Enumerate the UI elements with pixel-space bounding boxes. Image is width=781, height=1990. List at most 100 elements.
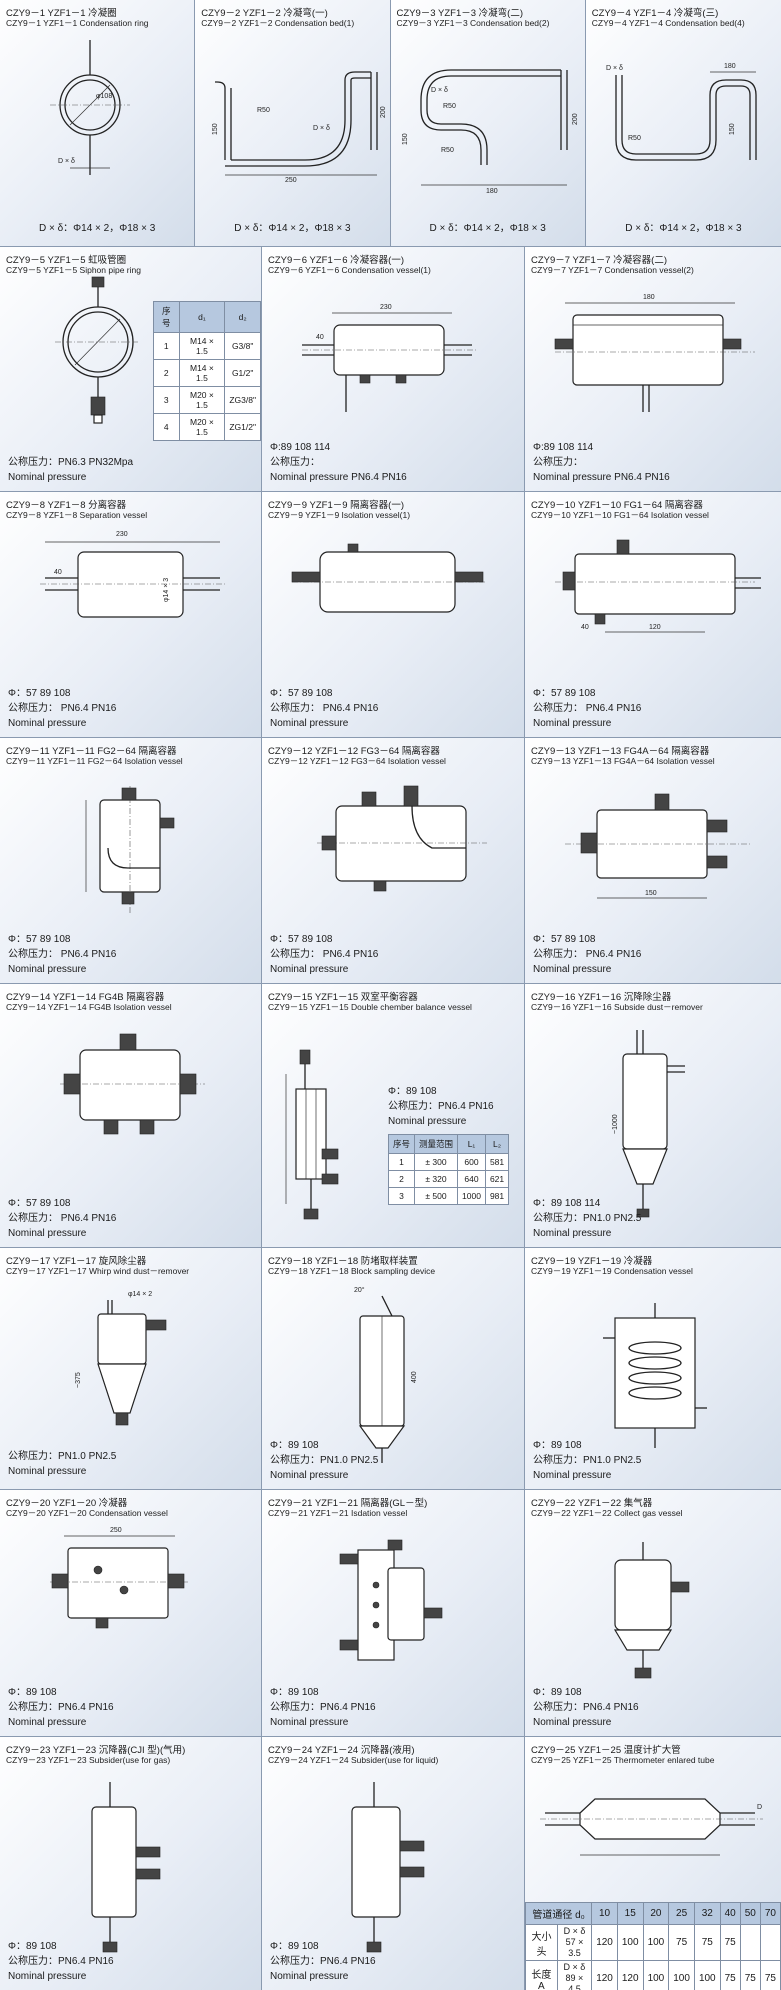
item-title-en: CZY9－8 YZF1－8 Separation vessel xyxy=(6,510,148,520)
spec-line: Φ:89 108 114 xyxy=(270,442,331,453)
dim-label: 150 xyxy=(212,123,219,135)
dim-label: 150 xyxy=(645,890,657,897)
item-title-cn: CZY9－10 YZF1－10 FG1－64 隔离容器 xyxy=(531,500,703,511)
isolation-vessel-1-drawing xyxy=(291,543,487,613)
table-cell: 100 xyxy=(616,1924,644,1961)
table-header: 管道通径 d₀ xyxy=(525,1902,593,1925)
table-cell: 120 xyxy=(591,1924,618,1961)
spec-block: Φ：57 89 108 公称压力： PN6.4 PN16 Nominal pre… xyxy=(270,686,378,731)
item-czy9-5: CZY9－5 YZF1－5 虹吸管圈 CZY9－5 YZF1－5 Siphon … xyxy=(0,247,262,492)
item-title-cn: CZY9－14 YZF1－14 FG4B 隔离容器 xyxy=(6,992,165,1003)
spec-line: 公称压力：PN1.0 PN2.5 xyxy=(8,1451,117,1462)
pipe-dimension: D × δ：Φ14 × 2，Φ18 × 3 xyxy=(625,223,742,234)
condensation-bed-2-drawing: D × δ R50 R50 150 200 180 xyxy=(402,69,579,195)
table-header: 50 xyxy=(739,1902,761,1925)
item-title-en: CZY9－5 YZF1－5 Siphon pipe ring xyxy=(6,265,141,275)
table-header: d₁ xyxy=(178,301,226,333)
item-title-en: CZY9－25 YZF1－25 Thermometer enlared tube xyxy=(531,1755,715,1765)
dim-label: 180 xyxy=(486,188,498,195)
row-3: CZY9－8 YZF1－8 分离容器 CZY9－8 YZF1－8 Separat… xyxy=(0,492,781,738)
row-8: CZY9－23 YZF1－23 沉降器(CJI 型)(气用) CZY9－23 Y… xyxy=(0,1737,781,1990)
block-sampling-device-drawing: 20° 400 xyxy=(354,1286,418,1463)
dim-label: 40 xyxy=(54,569,62,576)
table-cell: 75 xyxy=(719,1924,741,1961)
item-title-en: CZY9－22 YZF1－22 Collect gas vessel xyxy=(531,1508,683,1518)
dim-label: 200 xyxy=(572,113,579,125)
double-chamber-vessel-drawing xyxy=(285,1049,339,1220)
item-title-cn: CZY9－2 YZF1－2 冷凝弯(一) xyxy=(201,8,328,19)
spec-line: Nominal pressure xyxy=(270,1470,349,1481)
row-1: CZY9－1 YZF1－1 冷凝圈 CZY9－1 YZF1－1 Condensa… xyxy=(0,0,781,247)
dim-label: D × δ xyxy=(431,87,448,94)
table-cell: 75 xyxy=(719,1960,741,1990)
condensation-ring-drawing: φ108 D × δ xyxy=(50,40,130,175)
table-header: 序号 xyxy=(153,301,180,333)
spec-line: 公称压力： PN6.4 PN16 xyxy=(533,949,642,960)
spec-line: Φ：57 89 108 xyxy=(533,934,596,945)
spec-line: 公称压力：PN1.0 PN2.5 xyxy=(533,1455,642,1466)
row-sub-label-a: D × δ xyxy=(563,1962,586,1972)
row-sub-label-a: D × δ xyxy=(563,1926,586,1936)
row-2: CZY9－5 YZF1－5 虹吸管圈 CZY9－5 YZF1－5 Siphon … xyxy=(0,247,781,492)
spec-line: 公称压力： PN6.4 PN16 xyxy=(533,703,642,714)
collect-gas-vessel-drawing xyxy=(613,1542,690,1679)
gas-subsider-drawing xyxy=(91,1782,161,1953)
table-cell: ± 300 xyxy=(414,1153,459,1171)
table-header: 40 xyxy=(719,1902,741,1925)
dim-label: 20° xyxy=(354,1286,365,1294)
spec-line: Φ：89 108 xyxy=(8,1941,57,1952)
table-cell: 581 xyxy=(484,1153,510,1171)
spec-line: Nominal pressure PN6.4 PN16 xyxy=(270,472,407,483)
table-cell: 621 xyxy=(484,1170,510,1188)
table-cell xyxy=(759,1924,781,1961)
condensation-bed-1-drawing: D × δ R50 150 200 250 xyxy=(212,71,387,184)
spec-block: Φ：89 108 公称压力：PN6.4 PN16 Nominal pressur… xyxy=(8,1685,114,1730)
spec-block: Φ：89 108 公称压力：PN6.4 PN16 Nominal pressur… xyxy=(533,1685,639,1730)
table-cell: G1/2" xyxy=(224,359,261,387)
spec-line: 公称压力：PN1.0 PN2.5 xyxy=(533,1213,642,1224)
fg3-isolation-vessel-drawing xyxy=(317,785,487,892)
item-title-en: CZY9－15 YZF1－15 Double chember balance v… xyxy=(268,1002,472,1012)
item-title-en: CZY9－6 YZF1－6 Condensation vessel(1) xyxy=(268,265,431,275)
item-title-en: CZY9－23 YZF1－23 Subsider(use for gas) xyxy=(6,1755,171,1765)
spec-line: Φ：89 108 xyxy=(270,1941,319,1952)
table-header: L₂ xyxy=(484,1134,510,1154)
pipe-dimension: D × δ：Φ14 × 2，Φ18 × 3 xyxy=(234,223,351,234)
item-title-en: CZY9－7 YZF1－7 Condensation vessel(2) xyxy=(531,265,694,275)
item-title-cn: CZY9－5 YZF1－5 虹吸管圈 xyxy=(6,255,127,266)
spec-line: Nominal pressure xyxy=(388,1116,467,1127)
dim-label: 150 xyxy=(402,133,409,145)
whirlwind-dust-remover-drawing: φ14 × 2 ~375 xyxy=(75,1291,167,1426)
table-cell: 120 xyxy=(616,1960,644,1990)
dim-label: 180 xyxy=(643,294,655,301)
dim-label: 230 xyxy=(116,531,128,538)
table-cell: 75 xyxy=(668,1924,695,1961)
item-title-en: CZY9－13 YZF1－13 FG4A－64 Isolation vessel xyxy=(531,756,715,766)
table-cell: 981 xyxy=(484,1187,510,1205)
spec-block: Φ：89 108 114 公称压力：PN1.0 PN2.5 Nominal pr… xyxy=(533,1196,641,1241)
subside-dust-remover-drawing: ~1000 xyxy=(612,1030,685,1218)
spec-line: 公称压力：PN6.4 PN16 xyxy=(270,1702,376,1713)
row-7: CZY9－20 YZF1－20 冷凝器 CZY9－20 YZF1－20 Cond… xyxy=(0,1490,781,1737)
item-czy9-18: CZY9－18 YZF1－18 防堵取样装置 CZY9－18 YZF1－18 B… xyxy=(262,1248,525,1490)
item-title-cn: CZY9－21 YZF1－21 隔离器(GL－型) xyxy=(268,1498,428,1509)
row-6: CZY9－17 YZF1－17 旋风除尘器 CZY9－17 YZF1－17 Wh… xyxy=(0,1248,781,1490)
dim-label: ~1000 xyxy=(612,1114,619,1134)
condenser-coil-drawing xyxy=(603,1303,707,1448)
table-header: 15 xyxy=(616,1902,644,1925)
dim-label: D × δ xyxy=(313,125,330,132)
item-title-en: CZY9－3 YZF1－3 Condensation bed(2) xyxy=(396,18,550,28)
spec-line: Φ：89 108 114 xyxy=(533,1198,601,1209)
item-czy9-6: CZY9－6 YZF1－6 冷凝容器(一) CZY9－6 YZF1－6 Cond… xyxy=(262,247,525,492)
table-cell: 长度 A D × δ 89 × 4.5 xyxy=(525,1960,593,1990)
pipe-dimension: D × δ：Φ14 × 2，Φ18 × 3 xyxy=(429,223,546,234)
item-title-en: CZY9－14 YZF1－14 FG4B Isolation vessel xyxy=(6,1002,172,1012)
table-cell: G3/8" xyxy=(224,332,261,360)
spec-block: 公称压力：PN1.0 PN2.5 Nominal pressure xyxy=(8,1449,116,1479)
spec-block: Φ：89 108 公称压力：PN1.0 PN2.5 Nominal pressu… xyxy=(533,1438,641,1483)
